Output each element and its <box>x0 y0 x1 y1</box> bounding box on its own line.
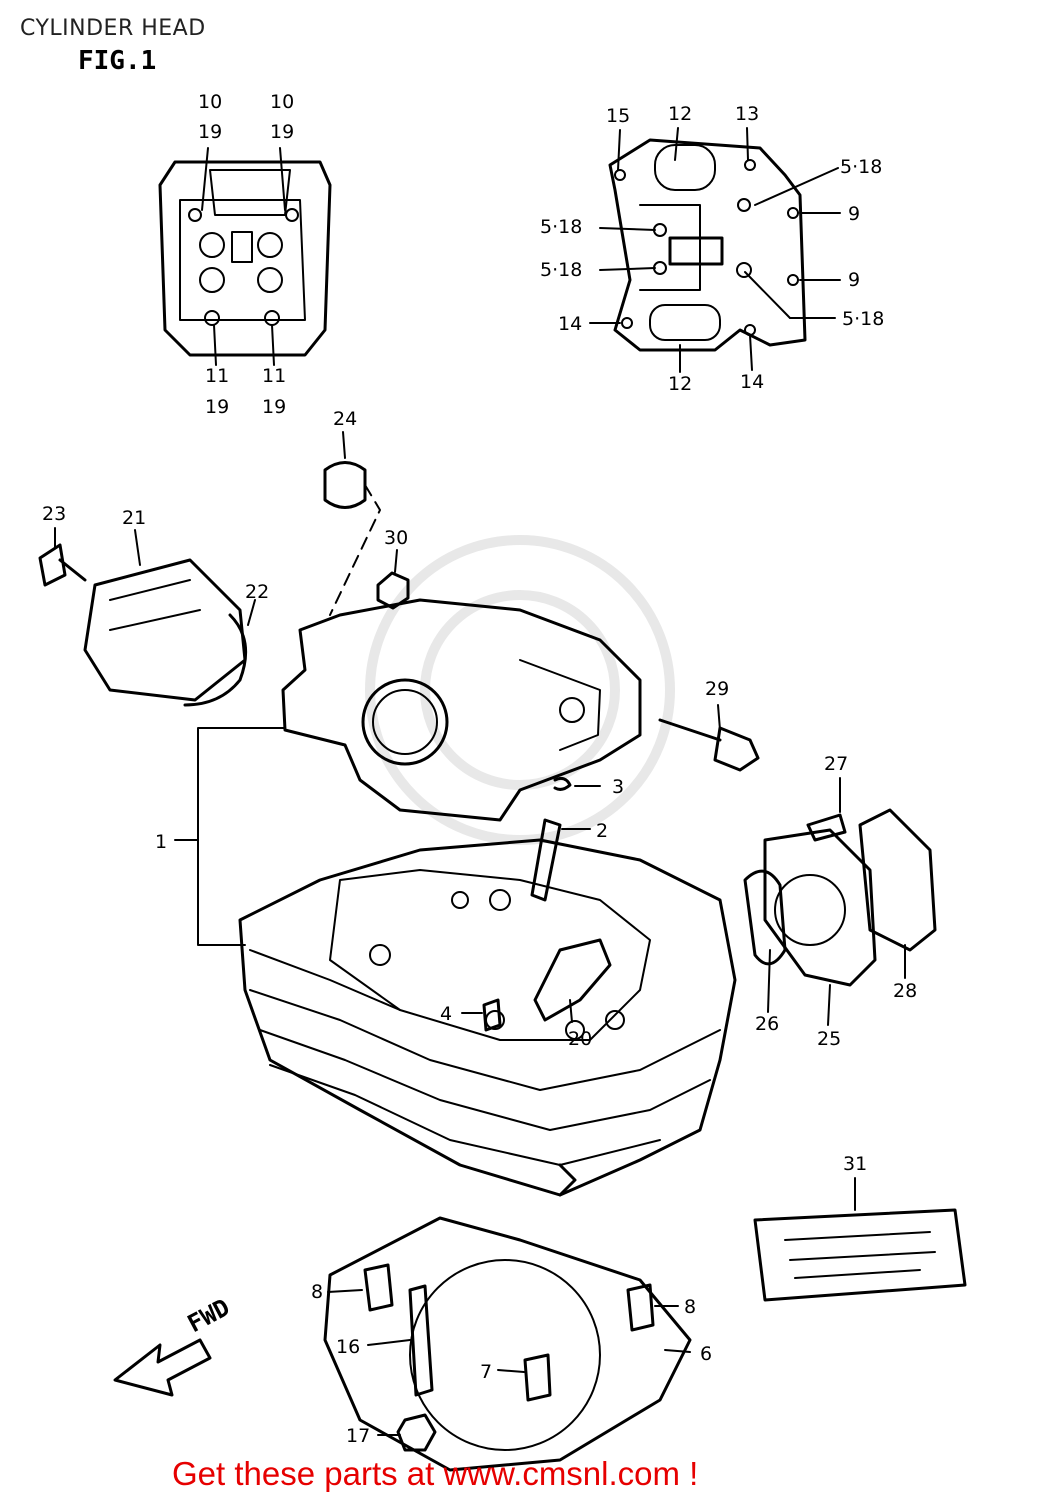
fwd-arrow-icon <box>113 1338 212 1397</box>
callout-31: 20 <box>568 1028 592 1050</box>
callout-22: 21 <box>122 507 146 529</box>
callout-14: 5·18 <box>540 259 582 281</box>
callout-28: 1 <box>155 831 167 853</box>
callout-41: 17 <box>346 1425 370 1447</box>
decal-31 <box>753 1177 967 1302</box>
callout-6: 11 <box>262 365 286 387</box>
callout-39: 6 <box>700 1343 712 1365</box>
callout-18: 12 <box>668 373 692 395</box>
callout-37: 16 <box>336 1336 360 1358</box>
watermark-logo <box>365 535 675 845</box>
callout-36: 8 <box>311 1281 323 1303</box>
footer-link[interactable]: Get these parts at www.cmsnl.com ! <box>172 1455 699 1492</box>
callout-20: 24 <box>333 408 357 430</box>
callout-34: 28 <box>893 980 917 1002</box>
callout-3: 19 <box>270 121 294 143</box>
callout-35: 31 <box>843 1153 867 1175</box>
fwd-label: FWD <box>183 1293 234 1338</box>
callout-33: 25 <box>817 1028 841 1050</box>
callout-8: 15 <box>606 105 630 127</box>
callout-13: 9 <box>848 203 860 225</box>
callout-26: 27 <box>824 753 848 775</box>
callout-16: 14 <box>558 313 582 335</box>
callout-10: 13 <box>735 103 759 125</box>
callout-25: 29 <box>705 678 729 700</box>
cap-24 <box>323 431 381 616</box>
callout-0: 10 <box>198 91 222 113</box>
callout-4: 11 <box>205 365 229 387</box>
callout-32: 26 <box>755 1013 779 1035</box>
head-gasket-view <box>589 127 841 373</box>
page-title: CYLINDER HEAD <box>20 16 206 41</box>
intake-assembly <box>743 777 937 1026</box>
bolt-29 <box>658 704 760 772</box>
callout-15: 9 <box>848 269 860 291</box>
figure-label: FIG.1 <box>78 46 157 76</box>
small-parts <box>461 776 612 1032</box>
callout-30: 4 <box>440 1003 452 1025</box>
callout-23: 22 <box>245 581 269 603</box>
base-gasket <box>323 1216 692 1472</box>
callout-19: 14 <box>740 371 764 393</box>
nut-30 <box>376 549 410 610</box>
callout-27: 3 <box>612 776 624 798</box>
callout-21: 23 <box>42 503 66 525</box>
callout-29: 2 <box>596 820 608 842</box>
callout-38: 8 <box>684 1296 696 1318</box>
cover-21 <box>38 527 256 707</box>
callout-40: 7 <box>480 1361 492 1383</box>
item-1-bracket <box>174 727 286 946</box>
callout-5: 19 <box>205 396 229 418</box>
callout-9: 12 <box>668 103 692 125</box>
callout-1: 19 <box>198 121 222 143</box>
callout-2: 10 <box>270 91 294 113</box>
callout-24: 30 <box>384 527 408 549</box>
head-top-view <box>158 147 332 366</box>
callout-12: 5·18 <box>540 216 582 238</box>
callout-17: 5·18 <box>842 308 884 330</box>
cylinder-head-body <box>238 598 737 1197</box>
callout-7: 19 <box>262 396 286 418</box>
callout-11: 5·18 <box>840 156 882 178</box>
